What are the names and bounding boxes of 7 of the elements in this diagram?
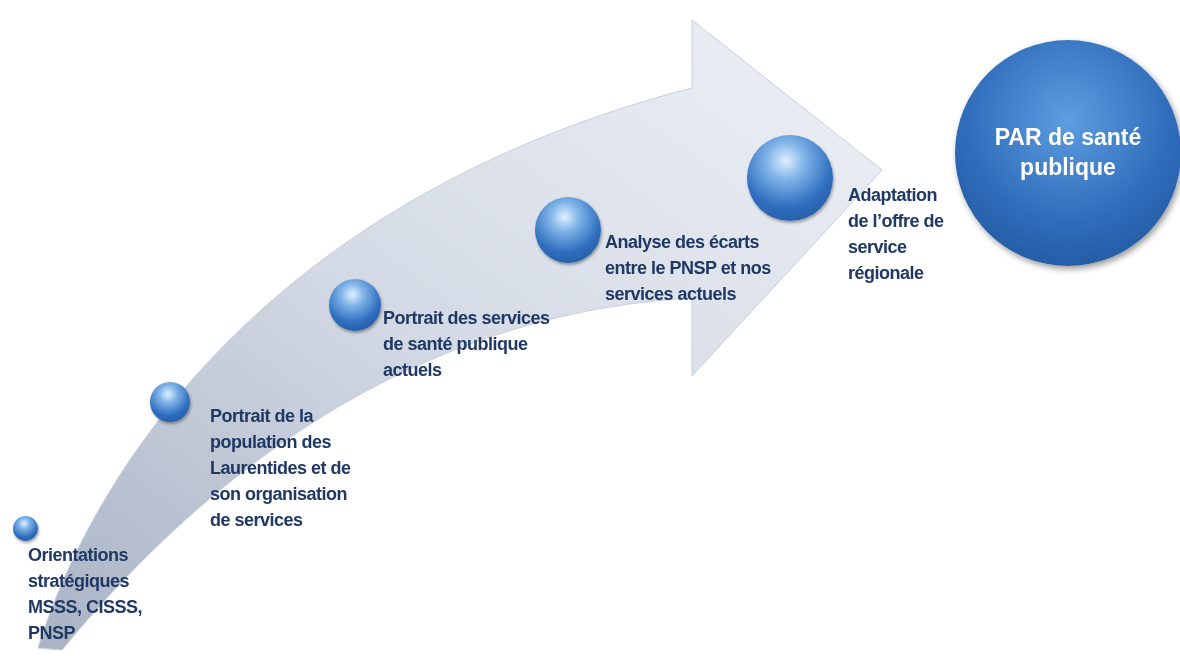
step-label: Analyse des écarts entre le PNSP et nos services actuels bbox=[605, 231, 772, 307]
node-title: PAR de santé publique bbox=[993, 123, 1143, 182]
sphere-node bbox=[13, 516, 38, 541]
step-label: Portrait des services de santé publique actuels bbox=[383, 307, 551, 383]
step-label: Portrait de la population des Laurentides et de son organisation de services bbox=[210, 405, 352, 533]
sphere-node bbox=[150, 382, 190, 422]
step-label: Adaptation de l’offre de service régionale bbox=[848, 184, 945, 286]
